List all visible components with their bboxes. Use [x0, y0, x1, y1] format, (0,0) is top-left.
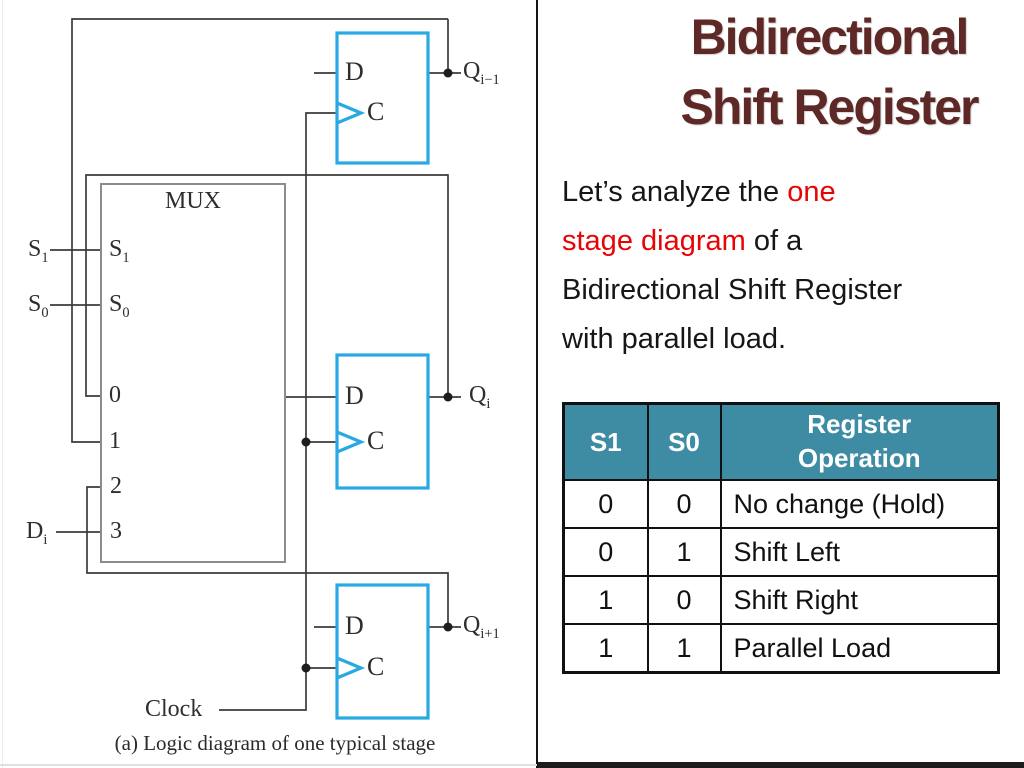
wire-qnext-feedback	[86, 486, 449, 627]
bottom-edge-left	[0, 764, 537, 766]
cell-s1: 0	[562, 479, 649, 529]
label-d-top: D	[345, 57, 364, 86]
intro-run-2-highlight: one stage diagram	[562, 176, 836, 257]
label-di-external: Di	[26, 518, 48, 548]
mux-box	[100, 183, 286, 563]
cell-operation: No change (Hold)	[719, 479, 1000, 529]
label-d-middle: D	[345, 381, 364, 410]
label-clock: Clock	[145, 696, 203, 722]
label-mux-s0: S0	[109, 291, 130, 321]
wire-clock-trunk	[219, 112, 337, 711]
wire-qprev-feedback	[71, 18, 448, 443]
cell-s1: 1	[562, 623, 649, 674]
label-mux-input-0: 0	[109, 382, 121, 408]
cell-s0: 1	[646, 527, 722, 577]
label-q-cur: Qi	[469, 382, 491, 412]
logic-diagram-panel: S1 S0 Di Clock MUX S1 S0 0 1 2 3 D C D C…	[26, 18, 500, 755]
junction-dots	[301, 68, 453, 673]
label-c-bottom: C	[367, 652, 385, 681]
label-s0-external: S0	[28, 291, 49, 321]
label-c-top: C	[367, 97, 385, 126]
cell-s0: 0	[646, 575, 722, 625]
label-d-bottom: D	[345, 611, 364, 640]
flipflop-top-box	[335, 31, 430, 165]
label-q-next: Qi+1	[463, 612, 500, 642]
panel-divider-line	[536, 0, 538, 768]
slide-title-line1: Bidirectional	[690, 9, 970, 65]
figure-caption: (a) Logic diagram of one typical stage	[114, 731, 436, 755]
header-cell-s1: S1	[562, 402, 649, 481]
junction-qprev	[443, 68, 453, 78]
wires	[50, 18, 461, 711]
header-cell-operation: Register Operation	[719, 402, 1000, 481]
content-panel: Bidirectional Shift Register Let’s analy…	[538, 0, 1024, 768]
cell-operation: Parallel Load	[719, 623, 1000, 674]
cell-s0: 0	[646, 479, 722, 529]
table-row: 0 0 No change (Hold)	[562, 479, 1000, 529]
slide-title: Bidirectional Shift Register	[614, 2, 1024, 142]
label-s1-external: S1	[28, 236, 49, 266]
label-mux-input-3: 3	[110, 518, 122, 544]
table-row: 1 0 Shift Right	[562, 575, 1000, 625]
slide-left-edge	[2, 0, 3, 768]
intro-paragraph: Let’s analyze the one stage diagram of a…	[562, 168, 910, 364]
junction-clock-bottom	[301, 663, 311, 673]
flipflop-middle-box	[335, 353, 430, 490]
clock-triangle-middle-icon	[336, 430, 366, 454]
cell-s1: 1	[562, 575, 649, 625]
table-row: 1 1 Parallel Load	[562, 623, 1000, 674]
junction-qcur	[443, 392, 453, 402]
slide-title-line2: Shift Register	[680, 79, 979, 135]
clock-triangle-top-icon	[336, 101, 366, 125]
cell-operation: Shift Left	[719, 527, 1000, 577]
register-operation-table: S1 S0 Register Operation 0 0 No change (…	[562, 402, 1000, 674]
label-mux-s1: S1	[109, 236, 130, 266]
cell-operation: Shift Right	[719, 575, 1000, 625]
junction-clock-mid	[301, 437, 311, 447]
table-row: 0 1 Shift Left	[562, 527, 1000, 577]
cell-s1: 0	[562, 527, 649, 577]
label-q-prev: Qi−1	[463, 58, 500, 88]
header-cell-s0: S0	[646, 402, 722, 481]
flipflop-bottom-box	[335, 583, 430, 720]
label-mux: MUX	[164, 188, 221, 214]
junction-qnext	[443, 622, 453, 632]
label-mux-input-1: 1	[109, 428, 121, 454]
table-header-row: S1 S0 Register Operation	[562, 402, 1000, 481]
clock-triangle-bottom-icon	[336, 656, 366, 680]
wire-qcur-feedback	[85, 174, 449, 397]
bottom-edge-right	[538, 762, 1024, 768]
label-c-middle: C	[367, 426, 385, 455]
logic-diagram-svg	[50, 18, 461, 720]
intro-run-1: Let’s analyze the	[562, 176, 788, 208]
intro-run-3: of a Bidirectional Shift Register with p…	[562, 225, 903, 355]
label-mux-input-2: 2	[110, 473, 122, 499]
cell-s0: 1	[646, 623, 722, 674]
